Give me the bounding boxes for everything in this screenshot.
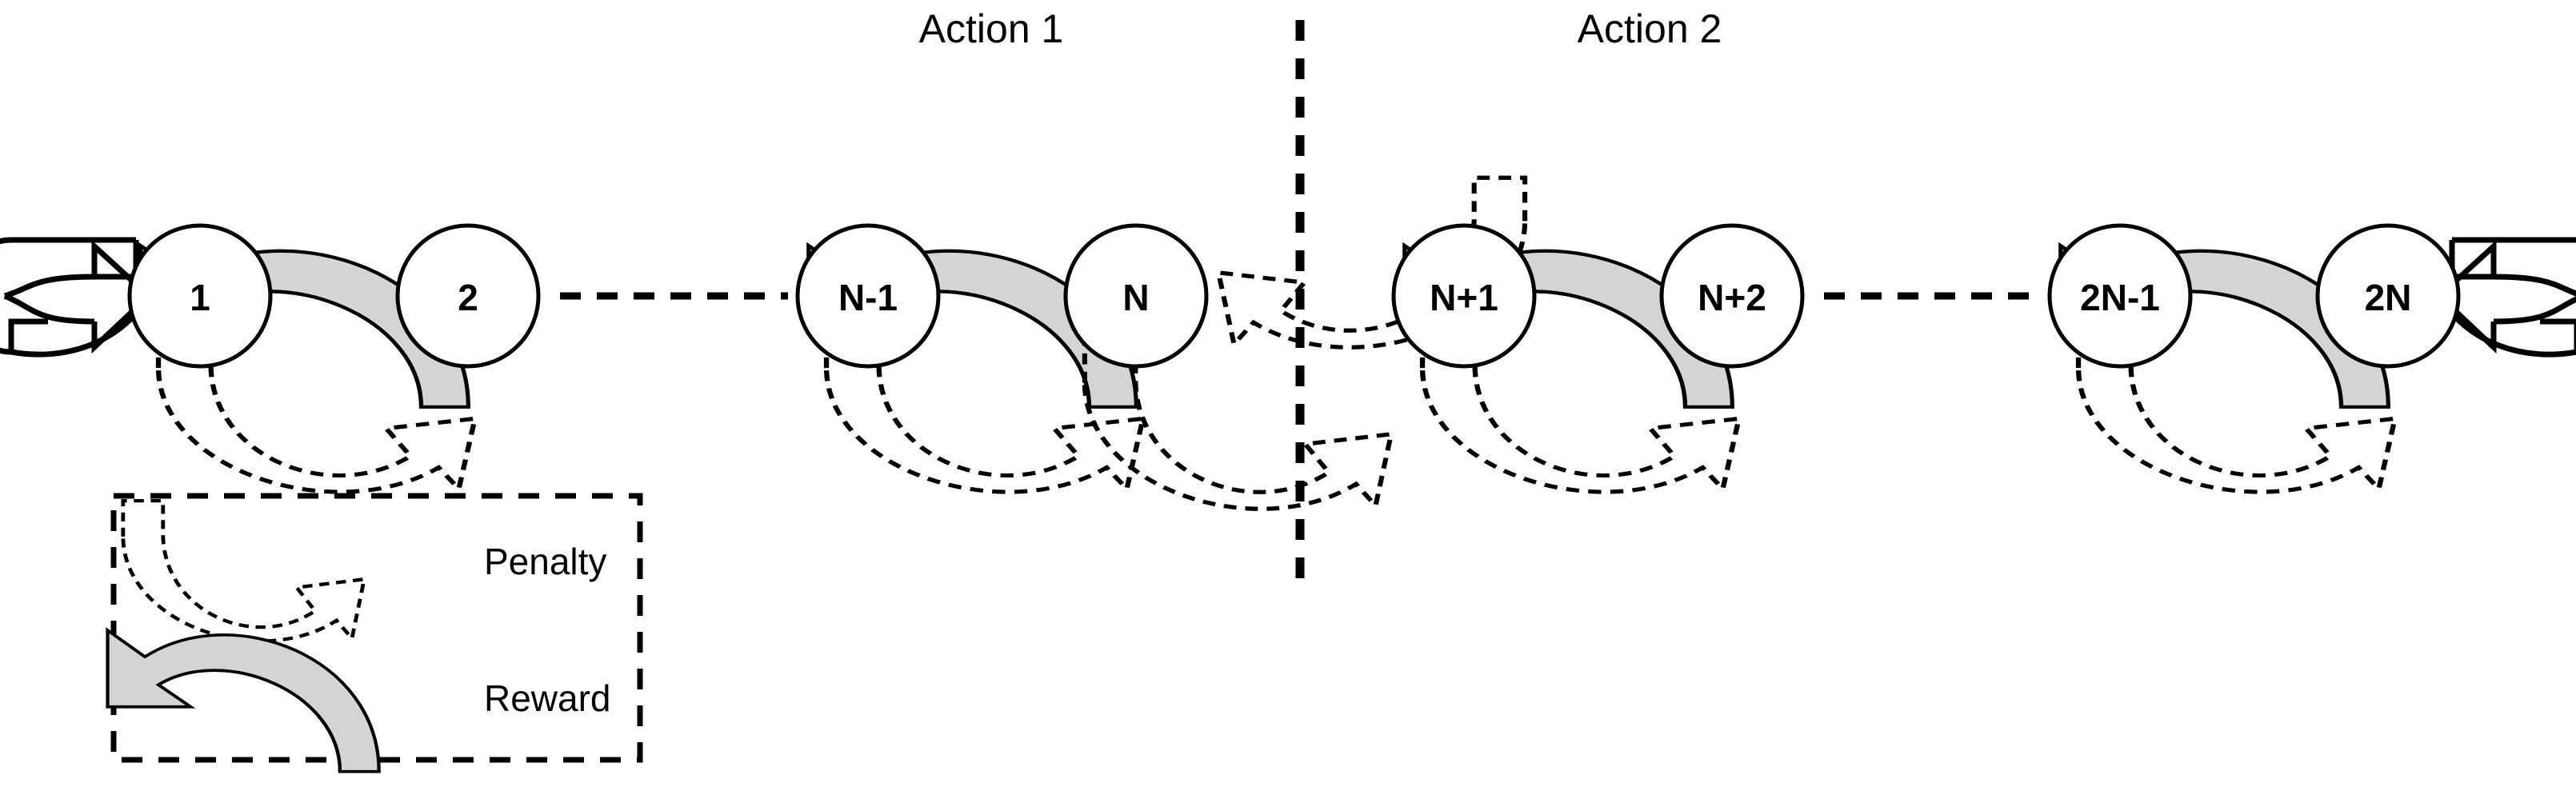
legend: Penalty Reward [108, 493, 643, 772]
node-n-minus-1[interactable]: N-1 [795, 223, 941, 369]
legend-penalty-icon [123, 501, 364, 641]
node-n[interactable]: N [1063, 223, 1209, 369]
node-2n-minus-1[interactable]: 2N-1 [2047, 223, 2193, 369]
node-1[interactable]: 1 [127, 223, 273, 369]
node-n-minus-1-label: N-1 [838, 277, 898, 318]
node-1-label: 1 [190, 277, 210, 318]
action-1-label: Action 1 [919, 6, 1064, 51]
node-n-plus-2[interactable]: N+2 [1659, 223, 1805, 369]
node-2n-label: 2N [2365, 277, 2412, 318]
node-n-plus-2-label: N+2 [1698, 277, 1766, 318]
node-2n[interactable]: 2N [2315, 223, 2461, 369]
legend-reward-label: Reward [484, 677, 611, 719]
legend-box [110, 493, 643, 763]
node-2[interactable]: 2 [395, 223, 541, 369]
node-n-label: N [1122, 277, 1149, 318]
self-loop-node-1 [0, 237, 154, 358]
legend-penalty-label: Penalty [484, 541, 606, 582]
node-2-label: 2 [458, 277, 478, 318]
node-2n-minus-1-label: 2N-1 [2080, 277, 2160, 318]
action-2-label: Action 2 [1578, 6, 1722, 51]
node-n-plus-1-label: N+1 [1430, 277, 1498, 318]
node-n-plus-1[interactable]: N+1 [1391, 223, 1537, 369]
legend-reward-icon [108, 630, 379, 772]
